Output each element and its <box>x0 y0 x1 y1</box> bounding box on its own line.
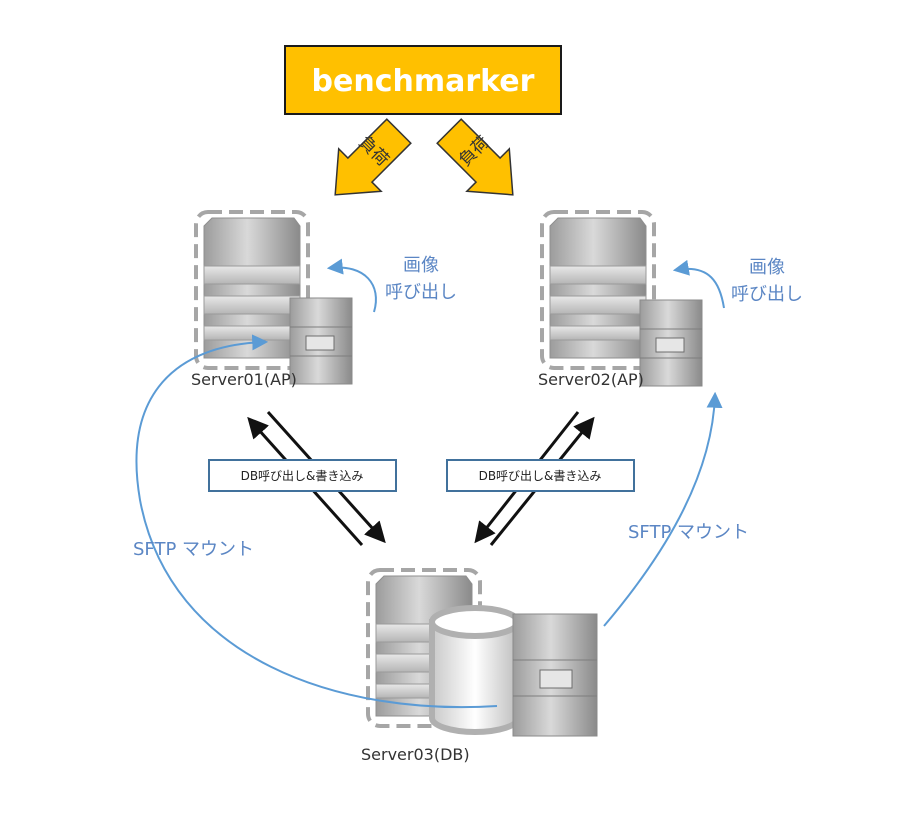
load-arrow-left <box>334 118 412 196</box>
benchmarker-box: benchmarker <box>284 45 562 115</box>
server02-icon <box>540 210 703 387</box>
database-cylinder-icon <box>429 605 521 735</box>
db-access-box-right: DB呼び出し&書き込み <box>446 459 635 492</box>
server03-label: Server03(DB) <box>361 745 470 764</box>
load-arrow-right <box>436 118 514 196</box>
db-access-label-right: DB呼び出し&書き込み <box>479 469 602 483</box>
sftp-arrow-right <box>603 391 723 627</box>
sftp-label-right: SFTP マウント <box>628 522 749 543</box>
image-call-right-line2: 呼び出し <box>731 284 803 305</box>
server01-label: Server01(AP) <box>191 370 297 389</box>
image-call-right-line1: 画像 <box>749 257 785 278</box>
benchmarker-label: benchmarker <box>312 64 535 99</box>
image-call-left-line2: 呼び出し <box>385 282 457 303</box>
server01-icon <box>194 210 353 385</box>
server02-label: Server02(AP) <box>538 370 644 389</box>
image-call-arrow-right <box>672 259 725 309</box>
sftp-label-left: SFTP マウント <box>133 539 254 560</box>
db-access-label-left: DB呼び出し&書き込み <box>241 469 364 483</box>
image-call-left-line1: 画像 <box>403 255 439 276</box>
sftp-arrow-left <box>135 334 498 709</box>
image-call-arrow-left <box>326 258 377 313</box>
db-access-box-left: DB呼び出し&書き込み <box>208 459 397 492</box>
storage-unit-icon <box>512 613 598 737</box>
